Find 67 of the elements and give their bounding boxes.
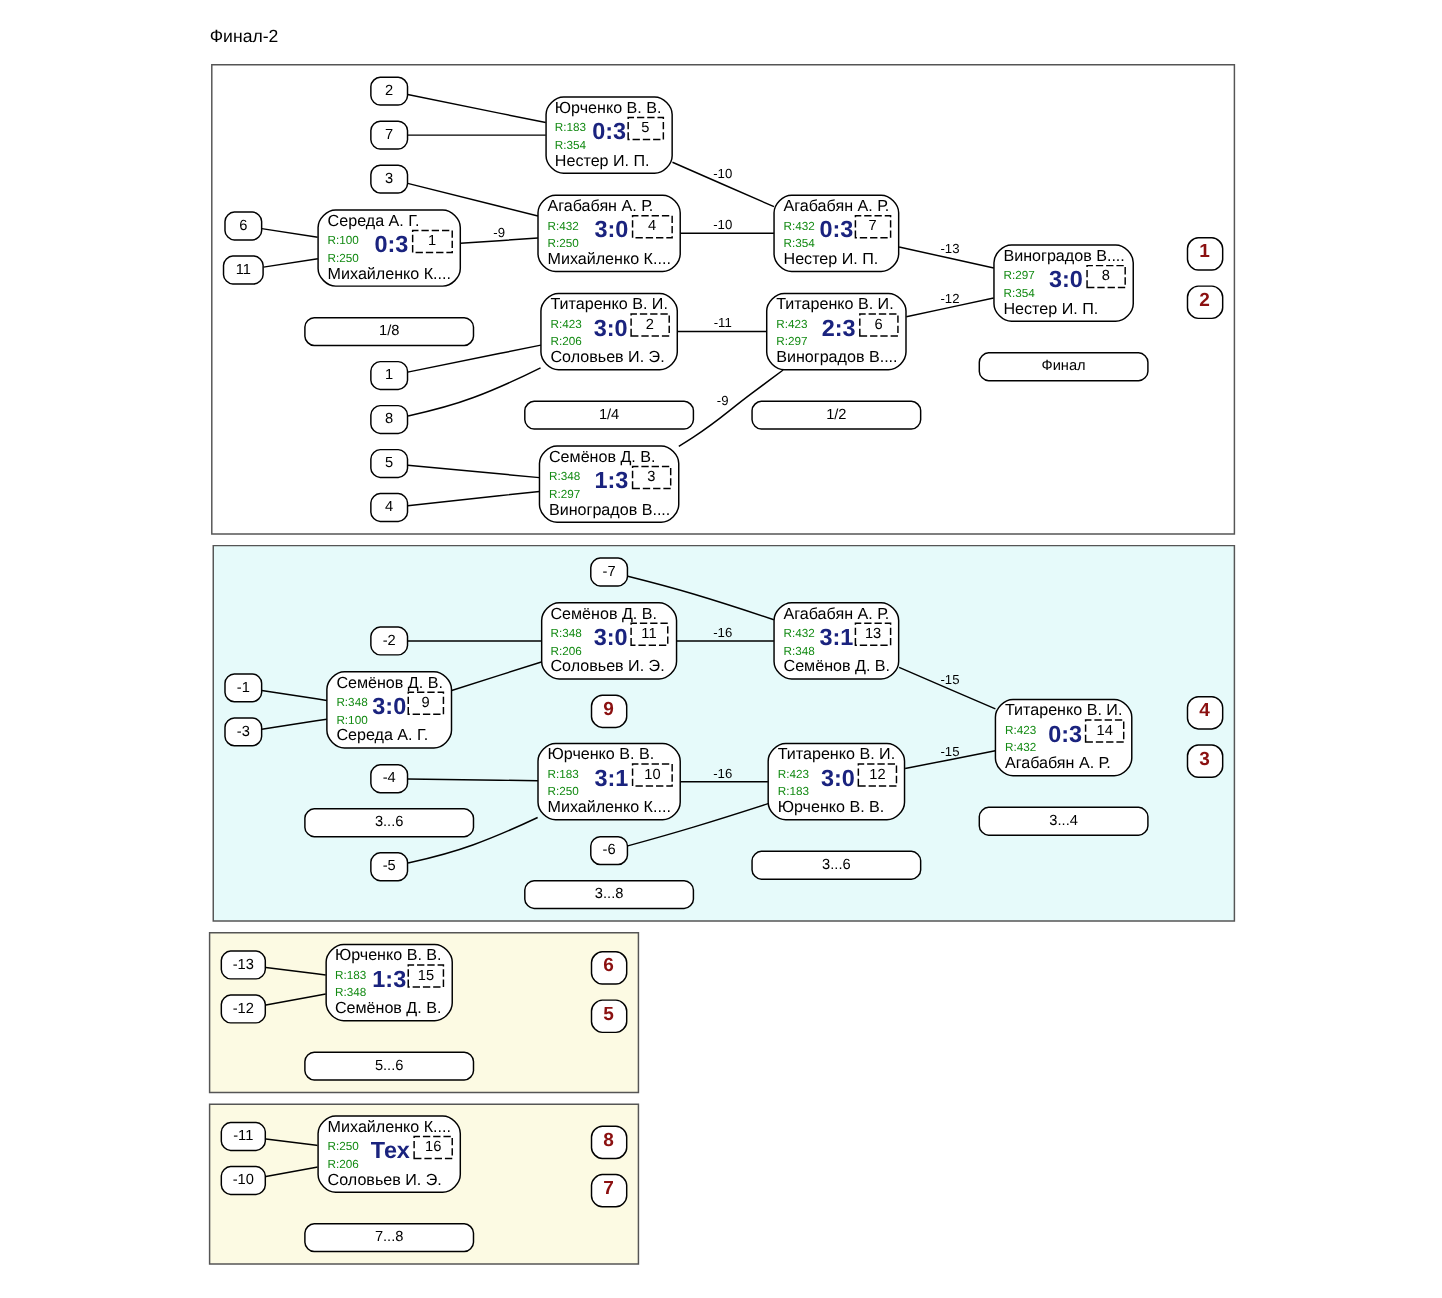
node-box: -7 [589, 557, 628, 587]
connector [405, 490, 540, 507]
connector [678, 232, 774, 235]
node-box: 11 [221, 255, 263, 285]
cluster [210, 64, 1235, 535]
node-box: 7...8 [303, 1223, 474, 1253]
node-box: 7 [369, 120, 408, 150]
connector [264, 1166, 318, 1178]
connector [406, 367, 541, 417]
node-box: 3...8 [523, 879, 694, 910]
connector [260, 689, 327, 702]
node-box: 4 [369, 492, 408, 523]
node-box: 2 [369, 76, 408, 106]
node-box: -11 [219, 1121, 266, 1152]
cluster [207, 931, 639, 1094]
node-box: 8 [369, 404, 408, 435]
connector [676, 330, 767, 333]
node-box: -4 [369, 764, 408, 794]
connector [626, 575, 774, 621]
connector [260, 718, 327, 730]
node-box: -2 [369, 626, 408, 656]
connector [405, 464, 540, 479]
connector [405, 344, 541, 373]
diagram-title: Финал-2 [208, 26, 278, 47]
node-box: 1/8 [303, 316, 474, 347]
node-box: 6 [223, 211, 262, 241]
node-box: 5 [369, 448, 408, 479]
node-box: 1/4 [523, 400, 694, 430]
connector [264, 993, 326, 1006]
node-box: -3 [223, 717, 262, 747]
connector [405, 778, 538, 782]
connector [449, 661, 542, 692]
connector [677, 369, 783, 448]
cluster [211, 544, 1235, 922]
connector [261, 258, 318, 268]
cluster [207, 1103, 639, 1265]
node-box: 3 [369, 164, 408, 194]
connector [264, 1138, 318, 1147]
node-box: 3...6 [303, 808, 474, 838]
connector [458, 237, 538, 245]
node-box: 3...6 [750, 850, 921, 880]
node-box: -13 [219, 950, 266, 980]
node-box: -1 [223, 673, 262, 703]
connector [406, 816, 538, 864]
connector [260, 227, 318, 238]
node-box: -12 [219, 994, 266, 1024]
node-box: 5...6 [303, 1051, 474, 1081]
node-box: Финал [977, 352, 1148, 382]
connector [405, 93, 546, 124]
connector [264, 966, 326, 976]
connector [405, 640, 542, 642]
connector [405, 182, 538, 217]
node-box: 3...4 [977, 806, 1148, 836]
node-box: -6 [589, 835, 628, 866]
connector [670, 161, 774, 208]
connector [897, 666, 996, 710]
node-box: 1 [369, 360, 408, 391]
connector [903, 750, 995, 770]
connector [626, 802, 768, 847]
connector [674, 640, 774, 642]
node-box: -10 [219, 1165, 266, 1196]
node-box: 1/2 [750, 400, 921, 430]
connector [678, 780, 768, 783]
node-box: -5 [369, 852, 408, 882]
connector [405, 134, 546, 136]
connector [904, 297, 994, 318]
connector [897, 246, 994, 269]
